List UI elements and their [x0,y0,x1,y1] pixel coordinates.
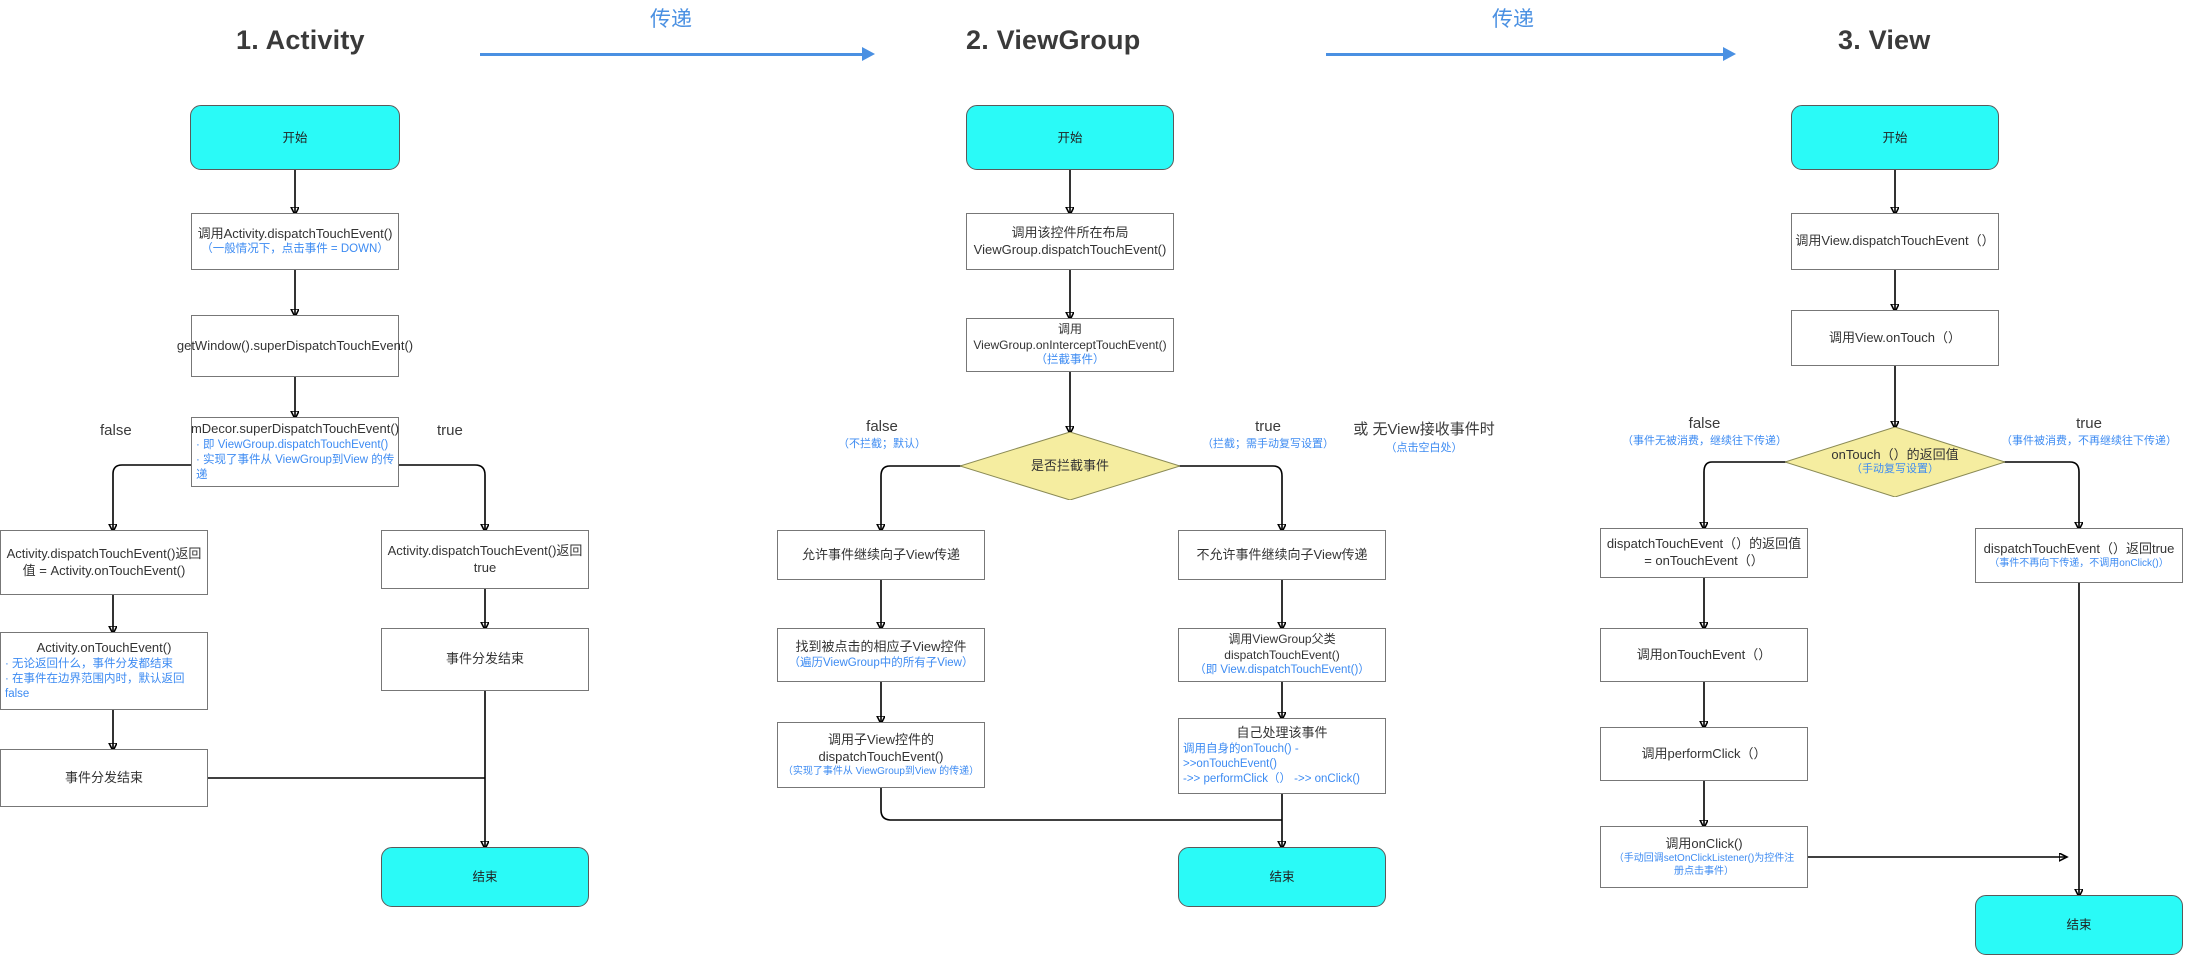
node-label: 调用performClick（） [1641,745,1767,761]
activity-dispatch-return-true-node: Activity.dispatchTouchEvent()返回 true [381,530,589,589]
activity-branch-true-label: true [437,422,463,439]
transfer-line-2 [1326,53,1726,56]
activity-start-node: 开始 [190,105,400,170]
node-label: getWindow().superDispatchTouchEvent() [176,337,414,353]
node-label: mDecor.superDispatchTouchEvent() [190,421,400,437]
node-label: 调用View.onTouch（） [1829,329,1961,345]
node-label: dispatchTouchEvent（）返回true [1983,540,2175,556]
section-title-viewgroup: 2. ViewGroup [966,25,1141,55]
node-label: 调用View.dispatchTouchEvent（） [1795,233,1995,249]
node-sublabel: （事件不再向下传递，不调用onClick()） [1989,558,2169,570]
section-title-activity: 1. Activity [236,25,365,55]
view-ontouch-decision: onTouch（）的返回值 （手动复写设置） [1785,427,2005,497]
transfer-arrowhead-2 [1723,47,1736,61]
node-sublabel: （手动回调setOnClickListener()为控件注 册点击事件） [1613,853,1795,878]
node-label: 结束 [1269,870,1295,884]
transfer-arrowhead-1 [862,47,875,61]
node-label: 事件分发结束 [64,769,143,785]
node-sublabel: （遍历ViewGroup中的所有子View） [788,656,974,669]
viewgroup-allow-pass-node: 允许事件继续向子View传递 [777,530,985,580]
viewgroup-intercept-decision: 是否拦截事件 [960,432,1180,500]
viewgroup-find-child-node: 找到被点击的相应子View控件 （遍历ViewGroup中的所有子View） [777,628,985,682]
view-call-ontouchevent-node: 调用onTouchEvent（） [1600,628,1808,682]
view-dispatch-return-node: dispatchTouchEvent（）的返回值 = onTouchEvent（… [1600,528,1808,578]
viewgroup-deny-pass-node: 不允许事件继续向子View传递 [1178,530,1386,580]
view-end-node: 结束 [1975,895,2183,955]
activity-dispatch-return-node: Activity.dispatchTouchEvent()返回 值 = Acti… [0,530,208,595]
viewgroup-end-node: 结束 [1178,847,1386,907]
activity-branch-false-label: false [100,422,132,439]
node-label: 调用子View控件的 dispatchTouchEvent() [818,731,944,764]
viewgroup-self-handle-node: 自己处理该事件 调用自身的onTouch() ->>onTouchEvent()… [1178,718,1386,794]
node-label: 调用onTouchEvent（） [1636,646,1772,662]
node-label: 调用onClick() [1665,835,1743,851]
node-label: 调用ViewGroup.onInterceptTouchEvent() [973,322,1167,352]
viewgroup-parent-dispatch-node: 调用ViewGroup父类dispatchTouchEvent() （即 Vie… [1178,628,1386,682]
viewgroup-call-child-dispatch-node: 调用子View控件的 dispatchTouchEvent() （实现了事件从 … [777,722,985,788]
view-call-onclick-node: 调用onClick() （手动回调setOnClickListener()为控件… [1600,826,1808,888]
node-label: 调用ViewGroup父类dispatchTouchEvent() [1224,632,1340,662]
node-label: 结束 [472,870,498,884]
view-ontouch-node: 调用View.onTouch（） [1791,310,1999,366]
node-sublabel: · 即 ViewGroup.dispatchTouchEvent() · 实现了… [196,438,395,481]
node-label: 自己处理该事件 [1236,725,1328,741]
node-sublabel: · 无论返回什么，事件分发都结束 · 在事件在边界范围内时，默认返回false [5,657,185,700]
section-title-view: 3. View [1838,25,1931,55]
node-sublabel: （实现了事件从 ViewGroup到View 的传递） [782,766,980,778]
view-branch-false-label: false （事件无被消费，继续往下传递） [1622,415,1787,447]
activity-ontouchevent-node: Activity.onTouchEvent() · 无论返回什么，事件分发都结束… [0,632,208,710]
activity-getwindow-node: getWindow().superDispatchTouchEvent() [177,315,413,377]
node-label: 结束 [2066,918,2092,932]
viewgroup-branch-false-label: false （不拦截；默认） [838,418,926,450]
node-sublabel: （一般情况下，点击事件 = DOWN） [201,243,389,256]
transfer-line-1 [480,53,865,56]
viewgroup-onintercept-node: 调用ViewGroup.onInterceptTouchEvent() （拦截事… [966,318,1174,372]
viewgroup-branch-true-label: true （拦截；需手动复写设置） [1202,418,1334,450]
viewgroup-start-node: 开始 [966,105,1174,170]
node-sublabel: （即 View.dispatchTouchEvent()） [1194,663,1370,676]
viewgroup-no-view-note: 或 无View接收事件时 （点击空白处） [1353,421,1495,454]
transfer-label-1: 传递 [650,8,692,31]
view-call-performclick-node: 调用performClick（） [1600,727,1808,781]
activity-end-node: 结束 [381,847,589,907]
view-dispatch-return-true-node: dispatchTouchEvent（）返回true （事件不再向下传递，不调用… [1975,528,2183,583]
node-label: 调用Activity.dispatchTouchEvent() [197,225,393,241]
viewgroup-dispatch-node: 调用该控件所在布局 ViewGroup.dispatchTouchEvent() [966,213,1174,270]
node-sublabel: 调用自身的onTouch() ->>onTouchEvent() ->> per… [1183,742,1361,785]
activity-mdecor-node: mDecor.superDispatchTouchEvent() · 即 Vie… [191,417,399,487]
view-start-node: 开始 [1791,105,1999,170]
node-label: 开始 [1057,130,1083,145]
node-label: 开始 [1882,130,1908,145]
node-label: 找到被点击的相应子View控件 [795,639,967,655]
node-label: 事件分发结束 [445,651,524,667]
node-label: 不允许事件继续向子View传递 [1196,546,1368,562]
transfer-label-2: 传递 [1492,8,1534,31]
view-dispatch-node: 调用View.dispatchTouchEvent（） [1791,213,1999,270]
node-label: Activity.dispatchTouchEvent()返回 值 = Acti… [6,545,202,578]
node-sublabel: （拦截事件） [1035,353,1105,366]
activity-dispatch-node: 调用Activity.dispatchTouchEvent() （一般情况下，点… [191,213,399,270]
node-label: 开始 [282,130,308,145]
node-label: dispatchTouchEvent（）的返回值 = onTouchEvent（… [1606,536,1802,568]
node-label: 允许事件继续向子View传递 [802,546,960,562]
node-label: Activity.onTouchEvent() [36,640,172,656]
node-label: 调用该控件所在布局 ViewGroup.dispatchTouchEvent() [973,224,1167,257]
activity-dispatch-end-right-node: 事件分发结束 [381,628,589,691]
node-label: Activity.dispatchTouchEvent()返回 true [387,542,583,575]
view-branch-true-label: true （事件被消费，不再继续往下传递） [2001,415,2177,447]
activity-dispatch-end-left-node: 事件分发结束 [0,749,208,807]
